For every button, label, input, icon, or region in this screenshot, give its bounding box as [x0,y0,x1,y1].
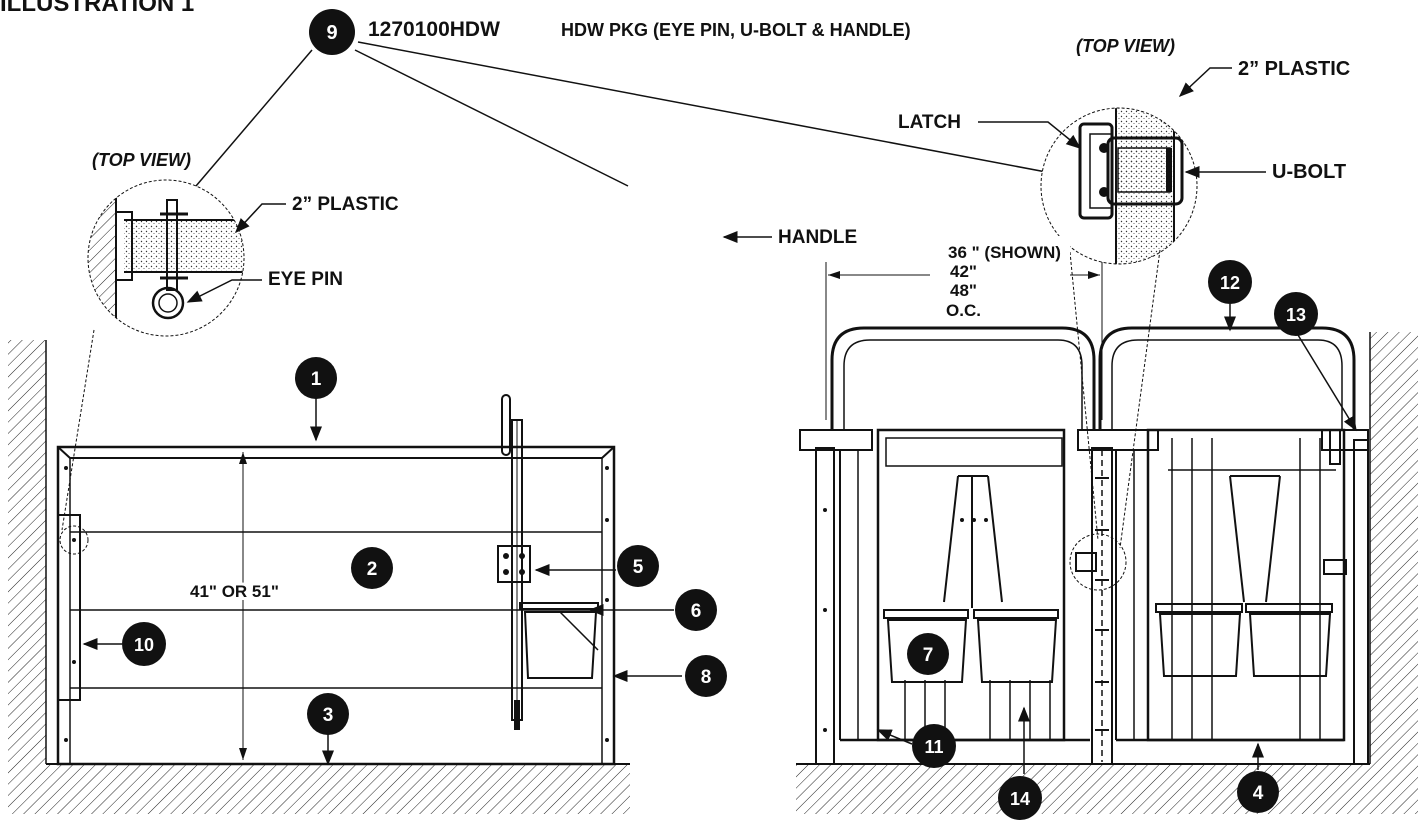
right-end-post [1353,439,1369,765]
callout-2: 2 [351,547,393,589]
callout-13: 13 [1274,292,1318,336]
width-42-label: 42" [950,262,977,281]
plastic-left-label: 2” PLASTIC [292,194,399,215]
top-view-eye-pin-detail [61,179,245,531]
top-view-right-label: (TOP VIEW) [1076,36,1175,56]
width-label-mask [930,236,1070,330]
svg-text:7: 7 [923,645,934,666]
latch-plate [497,545,531,583]
svg-text:3: 3 [323,705,334,726]
callout-9: 9 [309,9,355,55]
package-description: HDW PKG (EYE PIN, U-BOLT & HANDLE) [561,20,911,40]
hinge-brackets [799,429,1369,465]
top-view-left-label: (TOP VIEW) [92,150,191,170]
callout-4: 4 [1237,771,1279,813]
plastic-left-leader [234,203,286,234]
svg-text:4: 4 [1253,783,1264,804]
svg-text:10: 10 [134,635,154,655]
callout-7: 7 [907,633,949,675]
package-part-number: 1270100HDW [368,18,500,41]
svg-text:8: 8 [701,667,712,688]
svg-text:14: 14 [1010,789,1030,809]
latch-bar [501,394,523,730]
center-latch [1069,533,1347,591]
svg-text:13: 13 [1286,305,1306,325]
callout-14: 14 [998,776,1042,820]
latch-leader [978,121,1082,149]
illustration-title: ILLUSTRATION 1 [0,0,194,17]
left-post [815,447,835,765]
hinge-plate [57,514,89,701]
callout-1: 1 [295,357,337,399]
center-post [1091,447,1113,765]
svg-text:2: 2 [367,559,378,580]
handle-label: HANDLE [778,227,857,248]
callout-9-leaders [195,41,1063,187]
width-oc-label: O.C. [946,301,981,320]
callout-5: 5 [617,545,659,587]
eye-pin-leader [186,279,262,303]
svg-text:6: 6 [691,601,702,622]
right-floor-hatching [796,332,1418,814]
height-dimension-label: 41" OR 51" [190,582,279,601]
plastic-right-label: 2” PLASTIC [1238,58,1350,80]
left-stall-frame [839,428,1090,742]
callout-6: 6 [675,589,717,631]
svg-text:9: 9 [326,22,337,44]
callout-11: 11 [912,724,956,768]
height-dimension [239,452,247,760]
stall-handles [830,326,1356,430]
svg-text:12: 12 [1220,273,1240,293]
left-wall-hatching [8,340,630,814]
svg-text:5: 5 [633,557,644,578]
u-bolt-label: U-BOLT [1272,161,1346,183]
latch-label: LATCH [898,112,961,133]
callout-10: 10 [122,622,166,666]
callout-3: 3 [307,693,349,735]
svg-text:1: 1 [311,369,322,390]
bucket-holder [519,602,599,679]
callout-12: 12 [1208,260,1252,304]
callout-8: 8 [685,655,727,697]
svg-text:11: 11 [924,737,943,757]
width-36-label: 36 " (SHOWN) [948,243,1061,262]
width-48-label: 48" [950,281,977,300]
left-buckets [883,609,1059,683]
right-buckets [1155,603,1333,677]
eye-pin-label: EYE PIN [268,269,343,290]
right-stall-frame [1115,428,1346,742]
plastic-right-leader [1178,67,1232,98]
callout-leaders [82,304,1357,774]
